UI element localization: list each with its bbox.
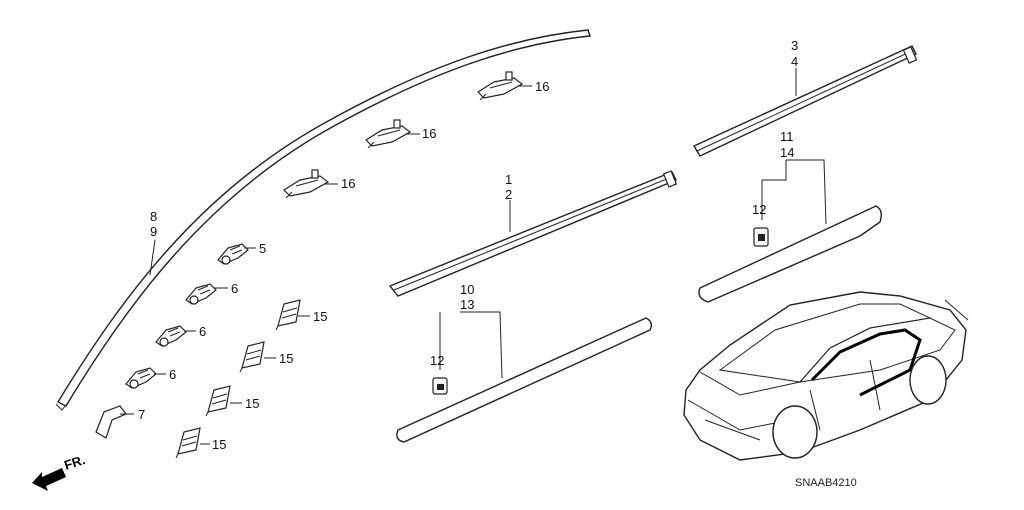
clip-7 [95, 405, 134, 439]
callout-15-b: 15 [279, 351, 293, 366]
callout-14: 14 [780, 145, 794, 160]
callout-12-b: 12 [752, 202, 766, 217]
callout-10: 10 [460, 282, 474, 297]
diagram-code: SNAAB4210 [795, 477, 857, 489]
callout-16-b: 16 [422, 126, 436, 141]
callout-16-c: 16 [341, 176, 355, 191]
clip-16-b [365, 119, 420, 149]
clip-15-a [275, 299, 310, 331]
callout-6-b: 6 [199, 324, 206, 339]
door-molding-rear [698, 205, 883, 303]
door-molding-front [396, 317, 653, 443]
clip-12-a [432, 377, 448, 395]
clip-12-b [753, 227, 769, 247]
window-molding-rear [692, 45, 918, 157]
window-molding-front [388, 170, 678, 297]
roof-molding [55, 29, 591, 411]
callout-7: 7 [138, 407, 145, 422]
clip-15-b [239, 341, 276, 373]
callout-8: 8 [150, 209, 157, 224]
clip-6-c [125, 367, 166, 389]
clip-6-a [185, 283, 228, 305]
clip-16-c [283, 169, 338, 199]
callout-9: 9 [150, 224, 157, 239]
clip-15-d [175, 427, 210, 459]
callout-12-a: 12 [430, 353, 444, 368]
front-indicator: FR. [62, 452, 87, 473]
callout-3: 3 [791, 38, 798, 53]
car-illustration [683, 291, 969, 461]
callout-16-a: 16 [535, 79, 549, 94]
callout-15-c: 15 [245, 396, 259, 411]
clip-6-b [155, 325, 196, 347]
callout-15-a: 15 [313, 309, 327, 324]
callout-2: 2 [505, 187, 512, 202]
callout-13: 13 [460, 297, 474, 312]
clip-16-a [477, 71, 532, 101]
callout-4: 4 [791, 54, 798, 69]
clip-5 [217, 243, 256, 265]
callout-11: 11 [780, 129, 794, 144]
front-arrow-icon [32, 468, 66, 491]
callout-6-a: 6 [231, 281, 238, 296]
callout-6-c: 6 [169, 367, 176, 382]
callout-5: 5 [259, 241, 266, 256]
callout-1: 1 [505, 172, 512, 187]
callout-15-d: 15 [212, 437, 226, 452]
clip-15-c [205, 385, 242, 417]
